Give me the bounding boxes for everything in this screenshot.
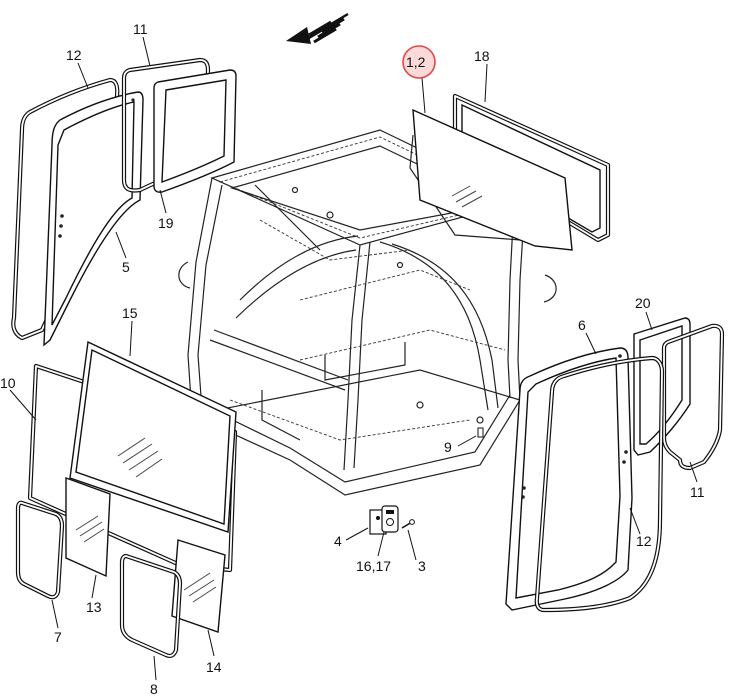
label-12-right: 12 <box>636 533 652 549</box>
part-13-lower-glass <box>65 477 111 578</box>
part-6-right-door-glass <box>505 347 633 611</box>
direction-arrow-icon <box>286 12 349 44</box>
label-1-2: 1,2 <box>406 54 426 70</box>
leader-lines <box>9 36 698 681</box>
label-16-17: 16,17 <box>356 558 391 574</box>
part-19-left-window-glass <box>153 69 237 193</box>
label-7: 7 <box>54 629 62 645</box>
label-11-right: 11 <box>690 484 705 500</box>
label-11-top: 11 <box>133 21 148 37</box>
label-6: 6 <box>578 317 586 333</box>
label-12-left: 12 <box>66 47 82 63</box>
part-labels: 12 11 18 1,2 19 5 15 10 20 6 11 9 12 4 3… <box>0 21 705 697</box>
part-11-right-window-seal <box>661 323 725 471</box>
label-19: 19 <box>158 215 174 231</box>
part-3-screw <box>401 519 415 529</box>
label-18: 18 <box>474 48 490 64</box>
label-13: 13 <box>86 599 102 615</box>
part-1-2-rear-pane <box>412 108 573 251</box>
part-8-lower-seal-right <box>119 553 183 659</box>
label-10: 10 <box>0 375 16 391</box>
highlight-circle <box>402 45 436 79</box>
part-12-right-door-seal <box>534 355 665 613</box>
part-11-left-window-seal <box>121 57 211 193</box>
cab-frame <box>178 129 557 496</box>
part-7-lower-seal <box>15 500 65 600</box>
label-20: 20 <box>635 295 651 311</box>
part-9-pin <box>477 427 484 438</box>
label-4: 4 <box>334 533 342 549</box>
label-14: 14 <box>206 659 222 675</box>
label-3: 3 <box>418 558 426 574</box>
label-15: 15 <box>122 305 138 321</box>
label-9: 9 <box>444 439 452 455</box>
part-16-17-latch <box>381 505 399 533</box>
label-5: 5 <box>122 259 130 275</box>
part-5-left-door-glass <box>43 91 144 347</box>
part-14-lower-glass-right <box>171 539 226 633</box>
label-8: 8 <box>150 681 158 697</box>
part-15-windscreen-glass <box>69 340 237 533</box>
